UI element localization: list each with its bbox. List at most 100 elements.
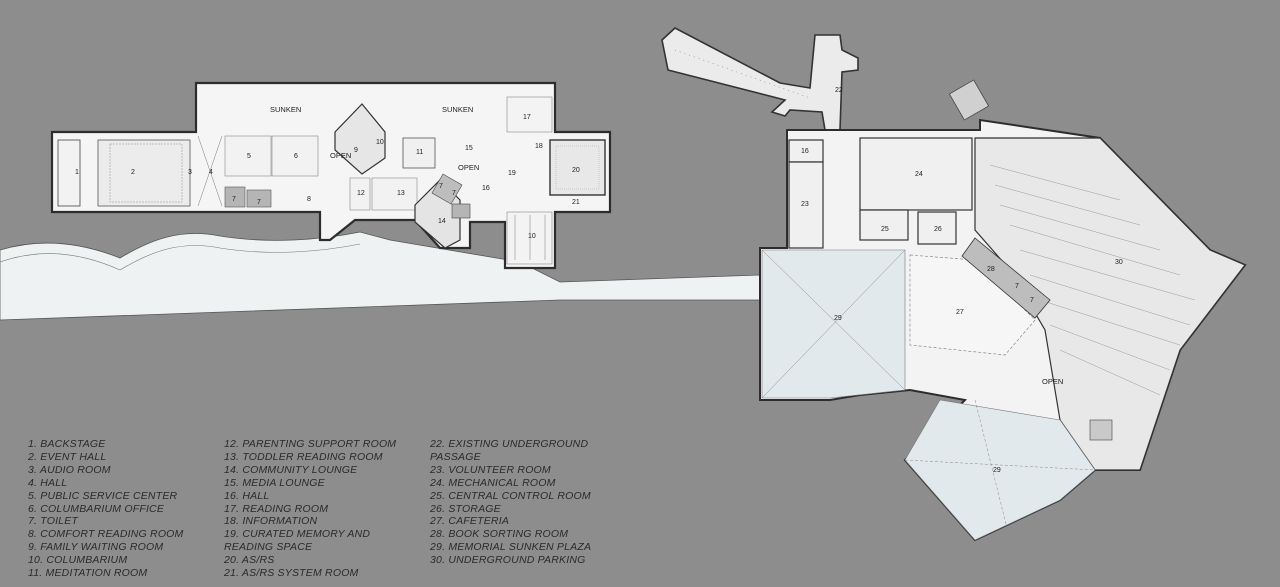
label-9: 9 — [354, 147, 358, 154]
asrs — [549, 139, 606, 196]
label-7c: 7 — [439, 183, 443, 190]
label-17: 17 — [523, 114, 531, 121]
label-7a: 7 — [232, 196, 236, 203]
label-sunken-left: SUNKEN — [270, 105, 301, 114]
label-5: 5 — [247, 153, 251, 160]
label-3: 3 — [188, 169, 192, 176]
label-30: 30 — [1115, 259, 1123, 266]
label-13: 13 — [397, 190, 405, 197]
plaza2-diag-1 — [904, 459, 1096, 471]
event-hall-seating — [109, 143, 183, 203]
legend-item: 29. MEMORIAL SUNKEN PLAZA — [430, 541, 592, 554]
mechanical-room — [859, 137, 973, 211]
legend-item: 10. COLUMBARIUM — [28, 554, 128, 567]
stair-block — [1089, 419, 1113, 441]
legend-item: 2. EVENT HALL — [28, 450, 107, 463]
legend-item: READING SPACE — [224, 541, 313, 554]
label-28: 28 — [987, 266, 995, 273]
columbarium-left — [334, 103, 386, 175]
left-building — [50, 81, 612, 270]
legend-item: 30. UNDERGROUND PARKING — [430, 554, 586, 567]
legend-item: 16. HALL — [224, 489, 270, 502]
label-24: 24 — [915, 171, 923, 178]
plaza-diag-1 — [761, 249, 906, 391]
legend-item: 11. MEDITATION ROOM — [28, 567, 148, 580]
label-16a: 16 — [482, 185, 490, 192]
legend-item: 27. CAFETERIA — [430, 515, 510, 528]
label-2: 2 — [131, 169, 135, 176]
label-4: 4 — [209, 169, 213, 176]
legend-item: 7. TOILET — [28, 515, 79, 528]
label-10b: 10 — [528, 233, 536, 240]
toddler-reading-room — [371, 177, 418, 211]
central-control-room — [859, 209, 909, 241]
legend-item: 9. FAMILY WAITING ROOM — [28, 541, 164, 554]
water-channel-edge — [0, 243, 361, 271]
label-1: 1 — [75, 169, 79, 176]
label-10a: 10 — [376, 139, 384, 146]
label-19: 19 — [508, 170, 516, 177]
label-15: 15 — [465, 145, 473, 152]
label-25: 25 — [881, 226, 889, 233]
legend-item: 5. PUBLIC SERVICE CENTER — [28, 489, 178, 502]
legend-item: 3. AUDIO ROOM — [28, 463, 111, 476]
label-23: 23 — [801, 201, 809, 208]
left-building-outline — [50, 81, 612, 270]
label-8: 8 — [307, 196, 311, 203]
legend-item: 23. VOLUNTEER ROOM — [430, 463, 551, 476]
plaza-diag-2 — [761, 249, 906, 399]
legend-item: PASSAGE — [430, 450, 481, 463]
ramp-entry — [948, 79, 990, 121]
label-27: 27 — [956, 309, 964, 316]
backstage — [57, 139, 81, 207]
cafeteria — [909, 254, 1036, 356]
label-6: 6 — [294, 153, 298, 160]
label-20: 20 — [572, 167, 580, 174]
legend-item: 24. MECHANICAL ROOM — [430, 476, 556, 489]
toilet-3 — [451, 203, 471, 219]
label-open-3: OPEN — [1042, 377, 1063, 386]
label-18: 18 — [535, 143, 543, 150]
legend-item: 15. MEDIA LOUNGE — [224, 476, 325, 489]
event-hall — [97, 139, 191, 207]
plaza2-diag-2 — [974, 399, 1011, 541]
label-14: 14 — [438, 218, 446, 225]
label-22: 22 — [835, 87, 843, 94]
columbarium-office — [271, 135, 319, 177]
label-12: 12 — [357, 190, 365, 197]
stairs-toilets — [431, 173, 463, 205]
label-sunken-right: SUNKEN — [442, 105, 473, 114]
label-26: 26 — [934, 226, 942, 233]
legend-item: 6. COLUMBARIUM OFFICE — [28, 502, 165, 515]
storage — [917, 211, 957, 245]
reading-room — [506, 96, 553, 133]
legend-item: 4. HALL — [28, 476, 68, 489]
label-open-2: OPEN — [458, 163, 479, 172]
label-16b: 16 — [801, 148, 809, 155]
legend-item: 18. INFORMATION — [224, 515, 318, 528]
legend-item: 13. TODDLER READING ROOM — [224, 450, 383, 463]
legend-col2: 12. PARENTING SUPPORT ROOM 13. TODDLER R… — [224, 438, 396, 580]
book-sorting-room — [961, 237, 1051, 319]
legend-item: 28. BOOK SORTING ROOM — [430, 528, 569, 541]
label-21: 21 — [572, 199, 580, 206]
columbarium-right — [506, 211, 553, 265]
legend-col3: 22. EXISTING UNDERGROUND PASSAGE 23. VOL… — [430, 438, 591, 567]
label-open-1: OPEN — [330, 151, 351, 160]
hall-cross-2 — [197, 135, 223, 207]
label-29b: 29 — [993, 467, 1001, 474]
parking-stall-lines — [989, 164, 1196, 396]
legend-item: 26. STORAGE — [430, 502, 501, 515]
meditation-room — [402, 137, 436, 169]
legend-item: 20. AS/RS — [224, 554, 275, 567]
legend-item: 17. READING ROOM — [224, 502, 329, 515]
legend-col1: 1. BACKSTAGE 2. EVENT HALL 3. AUDIO ROOM… — [28, 438, 184, 580]
legend-item: 12. PARENTING SUPPORT ROOM — [224, 438, 397, 450]
parenting-support-room — [349, 177, 371, 211]
public-service-center — [224, 135, 272, 177]
legend-item: 22. EXISTING UNDERGROUND — [430, 438, 589, 450]
label-29a: 29 — [834, 315, 842, 322]
label-11: 11 — [416, 149, 423, 156]
label-7d: 7 — [452, 190, 456, 197]
